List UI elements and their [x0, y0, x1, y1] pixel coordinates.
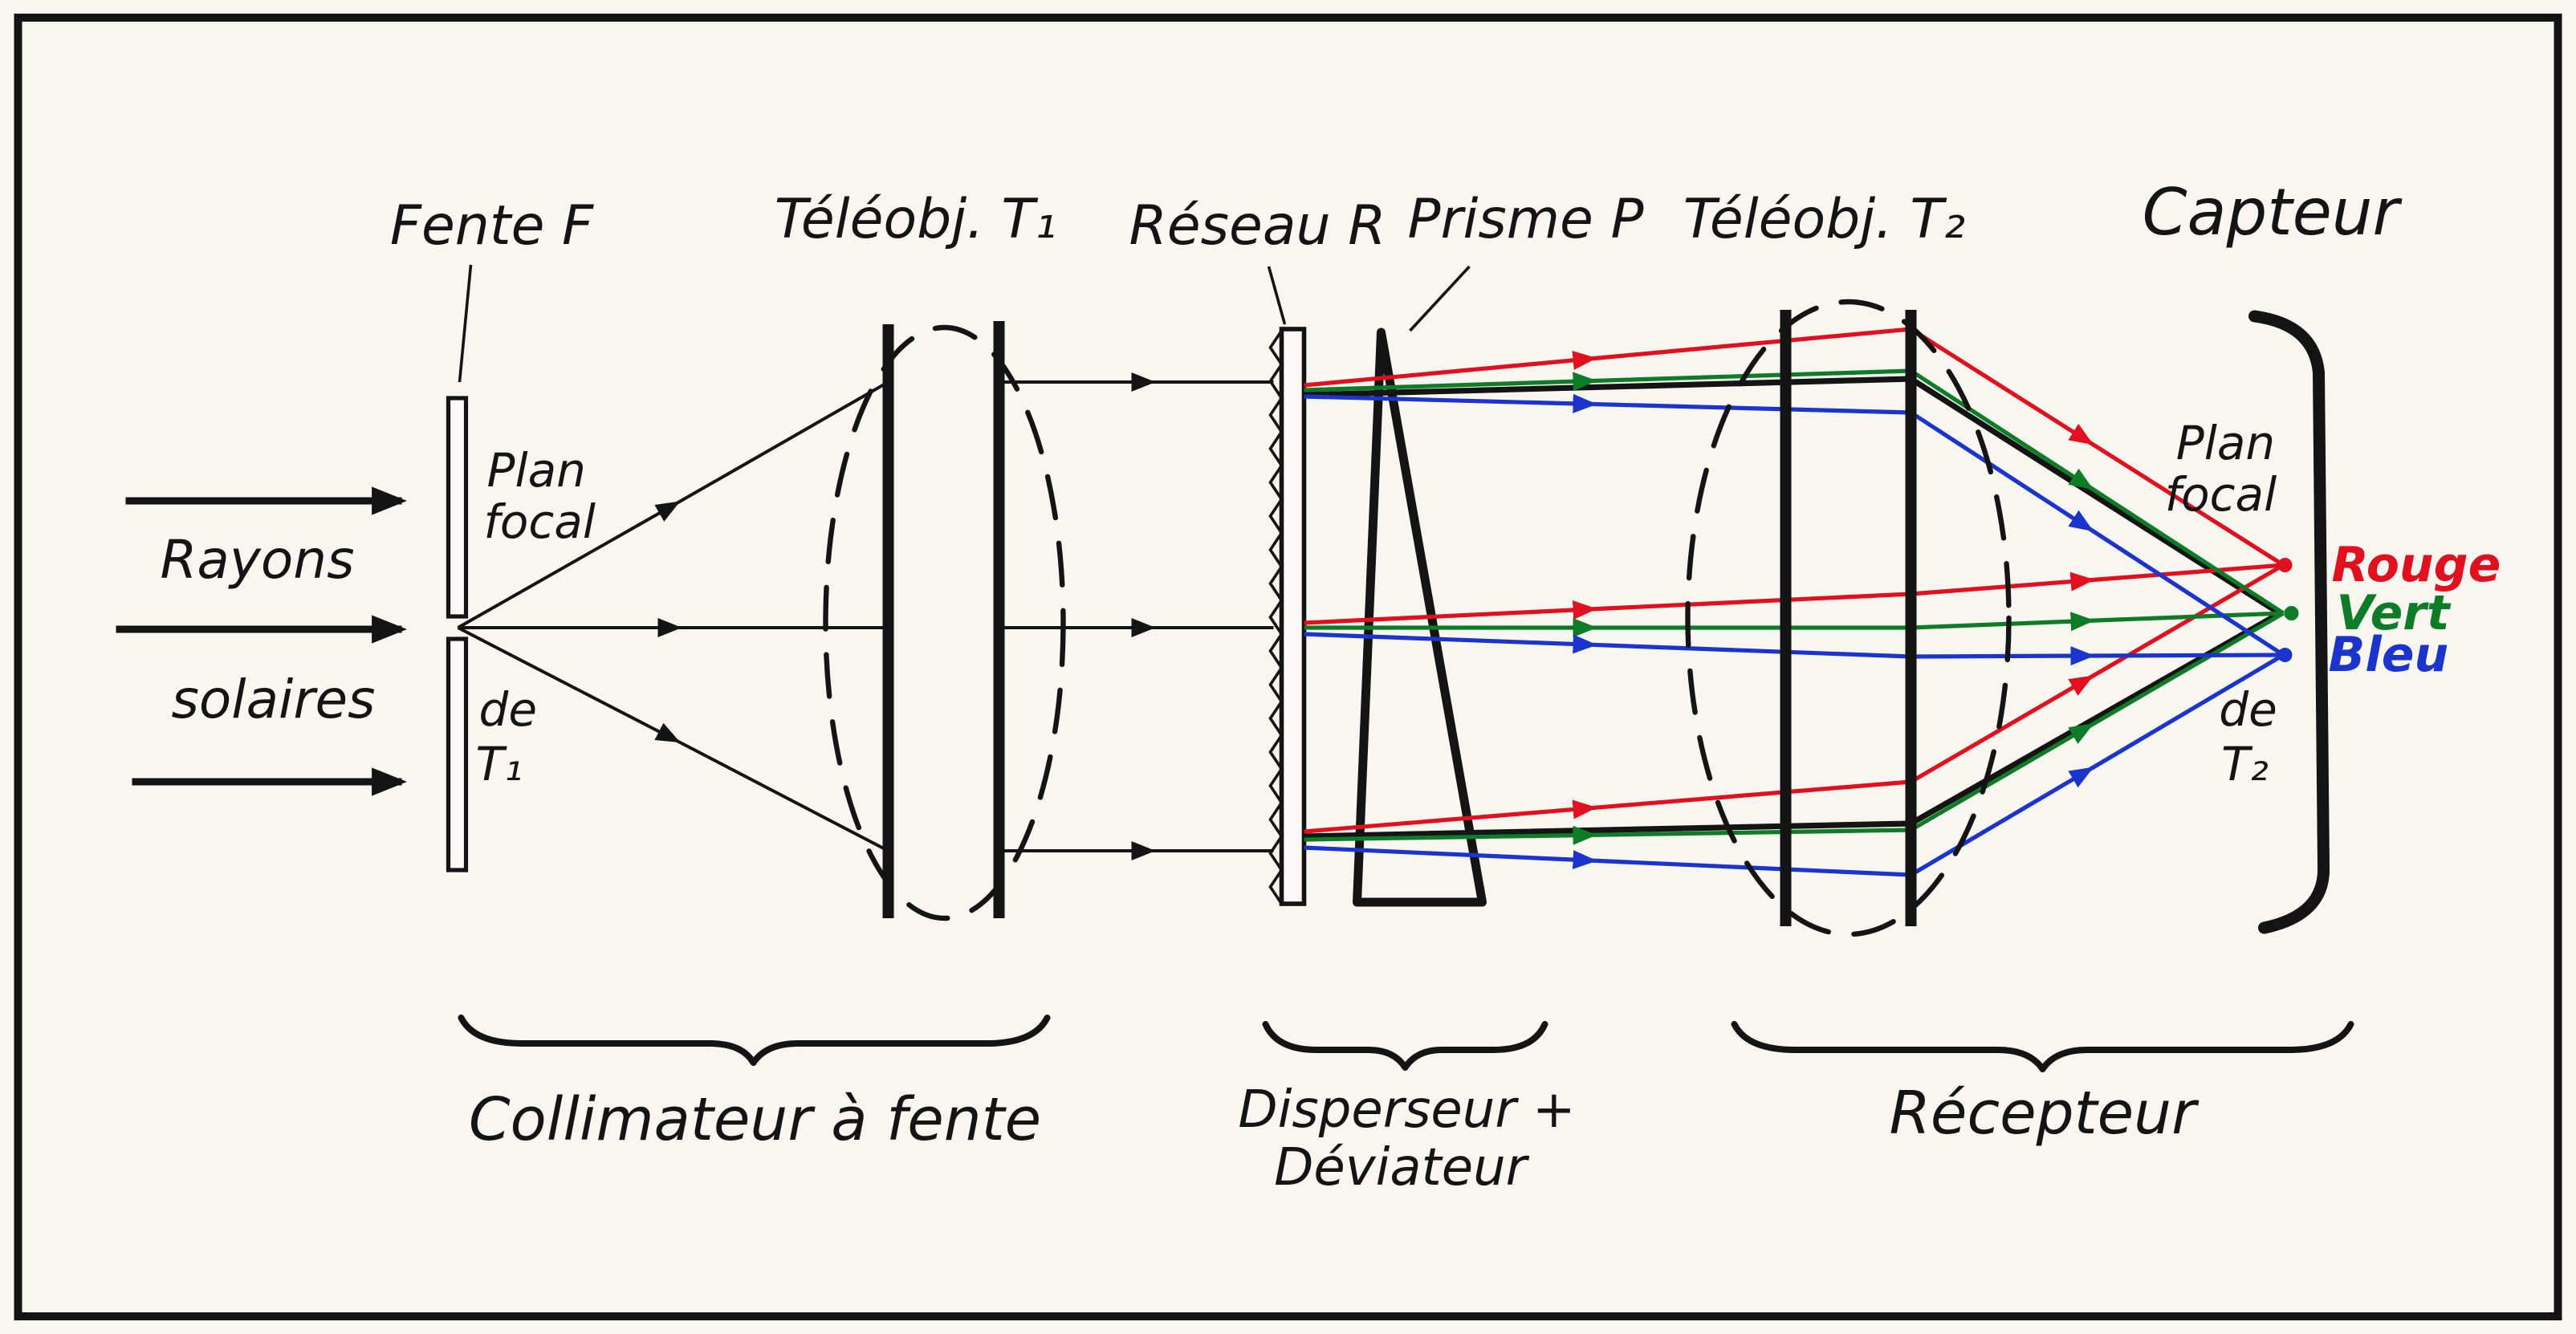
grating [1268, 327, 1307, 906]
spectrum-labels: Rouge Vert Bleu [2329, 537, 2501, 683]
red-label: Rouge [2332, 537, 2501, 593]
slit [446, 396, 469, 872]
slit-plane-word-de: de [479, 682, 538, 737]
blue-ray-focus-top [1910, 410, 2285, 657]
collimator-section-label: Collimateur à fente [469, 1085, 1041, 1154]
red-ray-middle [1304, 592, 1911, 625]
collimated-rays [999, 372, 1274, 860]
lens1-dashed-outline [823, 324, 1066, 921]
blue-ray-middle [1304, 632, 1911, 659]
sensor-plane-word-de: de [2219, 682, 2277, 737]
green-ray-top [1304, 368, 1911, 392]
dispersed-blue-rays [1304, 393, 2285, 877]
sensor-bracket [2248, 310, 2330, 934]
diverging-rays [457, 380, 889, 852]
disperser-section-label-line1: Disperseur + [1238, 1080, 1575, 1140]
blue-ray-focus-middle [1911, 646, 2284, 666]
green-ray-bottom [1304, 825, 1911, 845]
slit-label: Fente F [390, 194, 594, 258]
collimator-brace [458, 1015, 1051, 1066]
page-border [14, 14, 2562, 1320]
grating-label: Réseau R [1129, 194, 1386, 258]
blue-label: Bleu [2329, 627, 2449, 683]
section-labels: Collimateur à fente Disperseur + Déviate… [469, 1079, 2200, 1198]
spectrum-focus-points [2277, 558, 2299, 662]
grating-serration [1268, 330, 1284, 905]
blue-ray-bottom [1304, 845, 1911, 877]
teleobjective2-label: Téléobj. T₂ [1683, 188, 1965, 251]
red-ray-bottom [1304, 779, 1911, 834]
red-ray-focus-top [1910, 327, 2285, 567]
disperser-section-label-line2: Déviateur [1274, 1138, 1530, 1198]
green-ray-focus-bottom [1910, 611, 2285, 832]
teleobjective2 [1685, 299, 2012, 937]
blue-ray-top [1304, 393, 1911, 415]
blue-focus-dot [2277, 648, 2293, 662]
sun-rays-label-line1: Rayons [161, 529, 355, 591]
component-labels: Fente F Téléobj. T₁ Réseau R Prisme P Té… [390, 175, 2403, 383]
slit-upper-blade [446, 396, 469, 619]
green-focus-dot [2284, 606, 2299, 620]
section-braces [458, 1015, 2354, 1072]
grating-body [1279, 327, 1307, 906]
receiver-brace [1731, 1021, 2354, 1072]
sensor-label: Capteur [2143, 175, 2403, 250]
slit-leader-line [458, 264, 473, 383]
prism-leader-line [1409, 265, 1471, 332]
sensor-plane-word-plan: Plan [2176, 416, 2275, 470]
slit-focal-plane-caption: Plan focal de T₁ [476, 443, 596, 791]
ray-to-lens-bottom [457, 626, 889, 852]
red-ray-top [1304, 327, 1911, 388]
sunlight-arrows [116, 486, 408, 796]
slit-plane-word-focal: focal [484, 494, 596, 549]
slit-lower-blade [446, 636, 469, 872]
red-focus-dot [2277, 558, 2293, 572]
lens2-dashed-outline [1685, 299, 2012, 937]
ray-to-lens-top [457, 380, 889, 629]
teleobjective1-label: Téléobj. T₁ [775, 188, 1056, 251]
sensor-plane-word-focal: focal [2165, 467, 2277, 522]
receiver-section-label: Récepteur [1890, 1079, 2200, 1148]
green-label: Vert [2337, 585, 2452, 641]
sensor-plane-word-t2: T₂ [2221, 737, 2269, 791]
prism-label: Prisme P [1408, 188, 1644, 251]
green-ray-focus-middle [1911, 611, 2284, 632]
disperser-brace [1262, 1021, 1548, 1071]
red-ray-focus-bottom [1910, 563, 2285, 784]
sun-rays-label-line2: solaires [171, 669, 375, 730]
teleobjective1 [823, 321, 1066, 921]
grating-leader-line [1267, 266, 1287, 325]
slit-plane-word-t1: T₁ [476, 737, 523, 791]
sensor-focal-plane-caption: Plan focal de T₂ [2165, 416, 2277, 791]
slit-plane-word-plan: Plan [487, 443, 586, 498]
blue-ray-focus-bottom [1910, 653, 2285, 877]
